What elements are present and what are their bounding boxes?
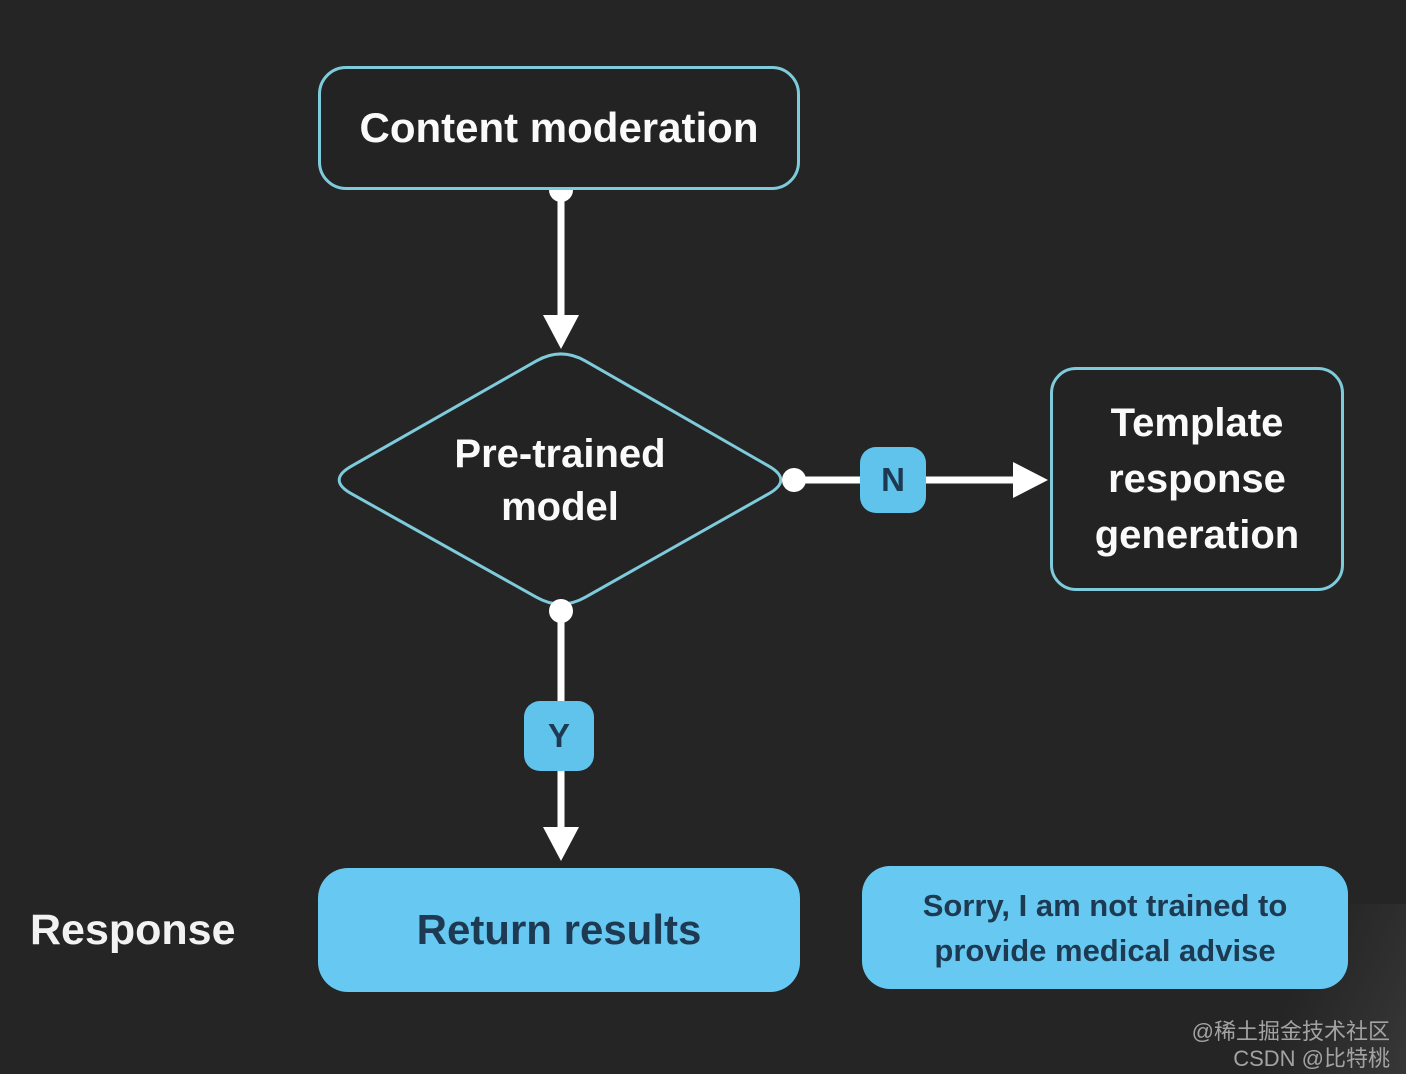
template-response-line2: response xyxy=(1108,457,1286,501)
arrowhead-right-to-template xyxy=(1013,462,1048,498)
decision-diamond-shape xyxy=(337,352,783,606)
watermark-line1: @稀土掘金技术社区 xyxy=(1191,1019,1390,1044)
sorry-response-line1: Sorry, I am not trained to xyxy=(922,887,1288,923)
edge-label-yes: Y xyxy=(547,717,570,754)
pretrained-model-line1: Pre-trained xyxy=(454,432,666,476)
pretrained-model-line2: model xyxy=(501,485,619,529)
node-content-moderation-label: Content moderation xyxy=(359,104,759,151)
connector-dot-diamond-bottom xyxy=(549,599,573,623)
node-return-results-label: Return results xyxy=(416,906,702,953)
edge-label-yes-badge: Y xyxy=(524,701,594,771)
template-response-line1: Template xyxy=(1110,401,1284,445)
response-row-label: Response xyxy=(30,901,280,959)
arrowhead-down-to-diamond xyxy=(543,315,579,349)
arrowhead-down-to-return xyxy=(543,827,579,861)
response-row-label-text: Response xyxy=(30,905,236,954)
node-template-response-generation: Template response generation xyxy=(1050,367,1344,591)
edge-label-no: N xyxy=(881,461,905,498)
node-return-results: Return results xyxy=(318,868,800,992)
node-content-moderation: Content moderation xyxy=(318,66,800,190)
template-response-line3: generation xyxy=(1094,513,1300,557)
connector-dot-diamond-right xyxy=(782,468,806,492)
watermark: @稀土掘金技术社区 CSDN @比特桃 xyxy=(1192,1018,1390,1072)
watermark-line2: CSDN @比特桃 xyxy=(1233,1046,1390,1071)
sorry-response-line2: provide medical advise xyxy=(934,932,1276,968)
node-sorry-response: Sorry, I am not trained to provide medic… xyxy=(862,866,1348,989)
node-pretrained-model-label: Pre-trained model xyxy=(410,428,710,534)
edge-label-no-badge: N xyxy=(860,447,926,513)
